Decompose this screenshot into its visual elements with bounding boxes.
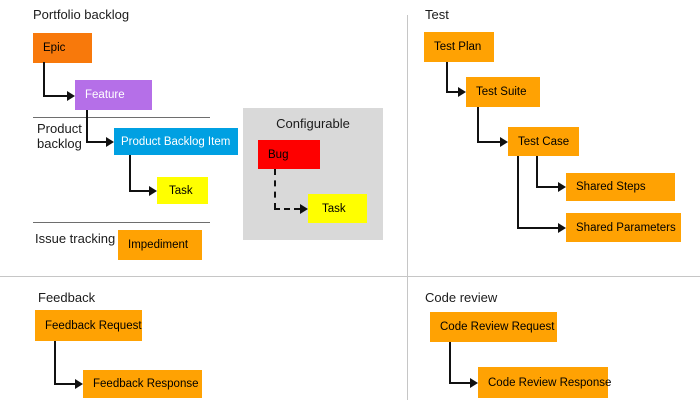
impediment-box: Impediment bbox=[118, 230, 202, 260]
arrowhead-icon bbox=[149, 186, 157, 196]
connector-testsuite-testcase-vertical bbox=[477, 107, 479, 143]
connector-testsuite-testcase-horizontal bbox=[477, 141, 500, 143]
connector-testcase-sharedparameters-horizontal bbox=[517, 227, 558, 229]
arrowhead-icon bbox=[558, 182, 566, 192]
arrowhead-icon bbox=[300, 204, 308, 214]
connector-epic-feature-horizontal bbox=[43, 95, 68, 97]
connector-feedback-horizontal bbox=[54, 383, 75, 385]
test-suite-box: Test Suite bbox=[466, 77, 540, 107]
shared-parameters-box: Shared Parameters bbox=[566, 213, 681, 242]
code-review-request-box: Code Review Request bbox=[430, 312, 557, 342]
quadrant-divider-horizontal bbox=[0, 276, 700, 277]
connector-testcase-sharedsteps-horizontal bbox=[536, 186, 558, 188]
arrowhead-icon bbox=[458, 87, 466, 97]
arrowhead-icon bbox=[75, 379, 83, 389]
code-review-title: Code review bbox=[425, 290, 498, 305]
connector-feedback-vertical bbox=[54, 341, 56, 385]
connector-bug-task-horizontal-dashed bbox=[274, 208, 300, 210]
connector-codereview-horizontal bbox=[449, 382, 470, 384]
arrowhead-icon bbox=[500, 137, 508, 147]
connector-codereview-vertical bbox=[449, 342, 451, 384]
portfolio-backlog-title: Portfolio backlog bbox=[33, 7, 130, 22]
connector-testplan-testsuite-horizontal bbox=[446, 91, 458, 93]
connector-bug-task-vertical-dashed bbox=[274, 169, 276, 209]
connector-testcase-sharedsteps-vertical bbox=[536, 156, 538, 188]
test-title: Test bbox=[425, 7, 449, 22]
connector-pbi-task-horizontal bbox=[129, 190, 149, 192]
connector-epic-feature-vertical bbox=[43, 62, 45, 97]
feedback-response-box: Feedback Response bbox=[83, 370, 202, 398]
connector-feature-pbi-horizontal bbox=[86, 141, 106, 143]
arrowhead-icon bbox=[558, 223, 566, 233]
epic-box: Epic bbox=[33, 33, 92, 63]
bug-box: Bug bbox=[258, 140, 320, 169]
connector-testplan-testsuite-vertical bbox=[446, 62, 448, 93]
arrowhead-icon bbox=[106, 137, 114, 147]
code-review-response-box: Code Review Response bbox=[478, 367, 611, 398]
shared-steps-box: Shared Steps bbox=[566, 173, 675, 201]
portfolio-product-separator bbox=[33, 117, 210, 118]
feature-box: Feature bbox=[75, 80, 152, 110]
product-backlog-item-box: Product Backlog Item bbox=[114, 128, 238, 155]
feedback-title: Feedback bbox=[38, 290, 96, 305]
test-plan-box: Test Plan bbox=[424, 32, 494, 62]
connector-testcase-sharedparameters-vertical bbox=[517, 156, 519, 229]
product-backlog-title: Product backlog bbox=[37, 121, 82, 151]
test-case-box: Test Case bbox=[508, 127, 579, 156]
issue-tracking-title: Issue tracking bbox=[35, 231, 116, 246]
connector-pbi-task-vertical bbox=[129, 155, 131, 192]
configurable-task-box: Task bbox=[308, 194, 367, 223]
feedback-request-box: Feedback Request bbox=[35, 310, 142, 341]
configurable-title: Configurable bbox=[276, 116, 350, 131]
arrowhead-icon bbox=[67, 91, 75, 101]
product-issue-separator bbox=[33, 222, 210, 223]
arrowhead-icon bbox=[470, 378, 478, 388]
connector-feature-pbi-vertical bbox=[86, 110, 88, 143]
task-box: Task bbox=[157, 177, 208, 204]
quadrant-divider-vertical bbox=[407, 15, 408, 400]
